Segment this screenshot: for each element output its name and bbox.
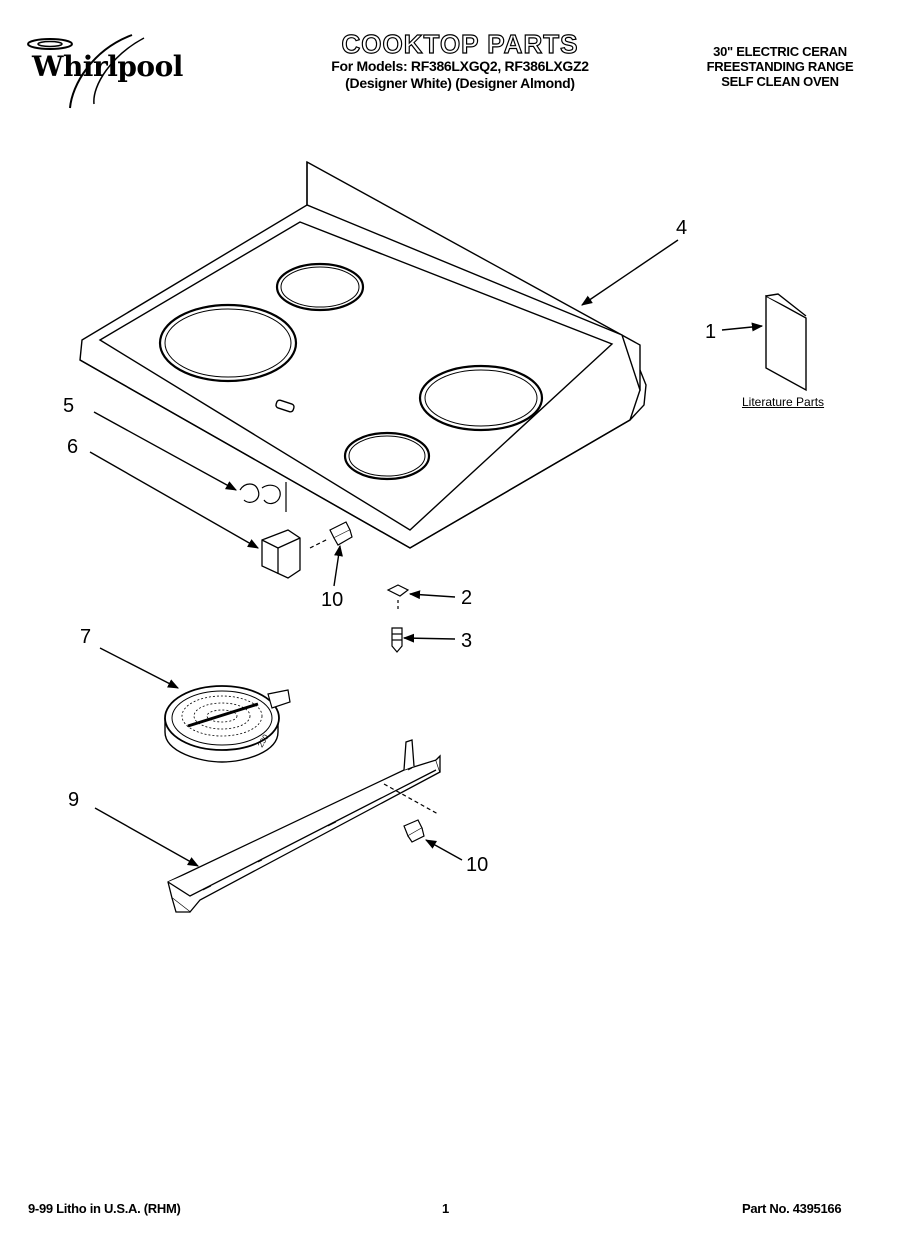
item-9-support-bar: [167, 739, 441, 913]
item-2-washer: [386, 584, 410, 612]
spec-line-3: SELF CLEAN OVEN: [721, 74, 839, 89]
literature-parts-label: Literature Parts: [742, 395, 825, 409]
footer-page-number: 1: [442, 1201, 449, 1216]
callout-10-lower: 10: [466, 854, 489, 876]
callout-6: 6: [67, 436, 79, 458]
leader-1: [721, 322, 764, 332]
burner-front-left-outline: [158, 303, 298, 383]
callout-4: 4: [676, 217, 688, 239]
colors-line: (Designer White) (Designer Almond): [345, 75, 575, 91]
whirlpool-logo: Whirlpool: [22, 30, 183, 112]
callout-7: 7: [80, 626, 92, 648]
item-3-screw: [391, 627, 403, 653]
burner-rear-left-outline: [275, 262, 365, 312]
callout-5: 5: [63, 395, 75, 417]
footer-litho: 9-99 Litho in U.S.A. (RHM): [28, 1201, 181, 1216]
callout-3: 3: [461, 630, 473, 652]
spec-line-2: FREESTANDING RANGE: [706, 59, 854, 74]
models-line: For Models: RF386LXGQ2, RF386LXGZ2: [331, 58, 589, 74]
spec-line-1: 30" ELECTRIC CERAN: [713, 44, 847, 59]
leader-4: [581, 239, 679, 306]
leader-10-lower: [425, 839, 463, 861]
callout-2: 2: [461, 587, 473, 609]
brand-name: Whirlpool: [32, 50, 183, 83]
burner-front-left-inner: [164, 308, 292, 378]
item-10-screw-lower: [383, 783, 439, 843]
callout-1: 1: [705, 321, 717, 343]
burner-front-right-inner: [348, 435, 426, 477]
burner-rear-right-outline: [418, 364, 544, 432]
leader-3: [402, 633, 456, 643]
burner-front-right-outline: [343, 431, 431, 481]
leader-10-upper: [333, 544, 343, 587]
burner-rear-right-inner: [424, 369, 538, 427]
callout-10-upper: 10: [321, 589, 344, 611]
literature-booklet: [765, 293, 807, 392]
leader-lines: [89, 239, 764, 867]
hot-surface-indicator: [275, 399, 295, 413]
leader-6: [89, 451, 259, 549]
logo-swirl: [27, 34, 145, 109]
item-6-bracket: [261, 529, 301, 579]
footer-part-number: Part No. 4395166: [742, 1201, 842, 1216]
leader-9: [94, 807, 199, 867]
leader-7: [99, 647, 179, 689]
leader-2: [408, 590, 456, 600]
spec-block: 30" ELECTRIC CERAN FREESTANDING RANGE SE…: [690, 44, 870, 89]
burner-rear-left-inner: [280, 266, 360, 308]
item-7-radiant-element: [164, 685, 291, 763]
leader-5: [93, 411, 237, 491]
item-10-screw-upper: [309, 521, 353, 549]
callout-9: 9: [68, 789, 80, 811]
item-5-clip: [239, 482, 287, 512]
title-block: COOKTOP PARTS For Models: RF386LXGQ2, RF…: [300, 29, 620, 92]
cooktop-burners: [158, 262, 544, 481]
page-title: COOKTOP PARTS: [341, 29, 579, 59]
cooktop-glass: [79, 160, 647, 549]
